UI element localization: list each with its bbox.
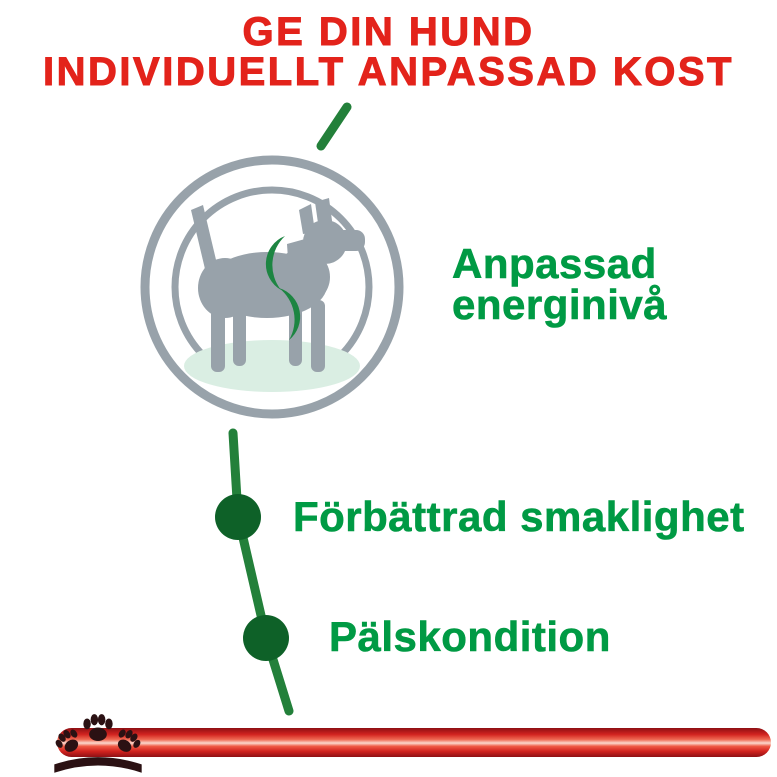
headline-line1: GE DIN HUND bbox=[242, 10, 535, 54]
benefit-connector-line bbox=[228, 428, 294, 716]
benefit-energy-line2: energinivå bbox=[452, 281, 668, 328]
bullet-dot-palatability bbox=[215, 494, 261, 540]
paw-crown-shapes bbox=[52, 714, 144, 773]
dog-muzzle bbox=[325, 230, 365, 251]
energy-crescent-lower bbox=[279, 288, 301, 340]
tick-mark-icon bbox=[316, 102, 352, 151]
headline-line2: INDIVIDUELLT ANPASSAD KOST bbox=[43, 50, 734, 94]
paw-crown-logo-icon bbox=[52, 714, 144, 773]
benefit-energy-line1: Anpassad bbox=[452, 240, 657, 287]
benefit-energy-label: Anpassad energinivå bbox=[452, 240, 668, 328]
dog-silhouette-icon bbox=[191, 198, 365, 372]
crown-base bbox=[54, 757, 142, 773]
dog-ear-front bbox=[315, 198, 333, 230]
energy-crescent-upper bbox=[265, 236, 285, 290]
dog-tail bbox=[191, 205, 217, 269]
benefit-palatability-label: Förbättrad smaklighet bbox=[293, 493, 745, 540]
bullet-dot-coat bbox=[243, 615, 289, 661]
red-accent-bar bbox=[57, 728, 771, 757]
dog-front-leg bbox=[311, 300, 325, 372]
headline: GE DIN HUND INDIVIDUELLT ANPASSAD KOST bbox=[0, 10, 777, 94]
ground-ellipse bbox=[184, 340, 360, 392]
dog-ear-back bbox=[299, 204, 315, 234]
adapted-energy-dog-icon bbox=[140, 155, 404, 419]
outer-ring bbox=[140, 155, 404, 419]
dog-hind-leg bbox=[211, 300, 225, 372]
benefit-coat-label: Pälskondition bbox=[329, 613, 611, 660]
dog-hind-leg-2 bbox=[233, 300, 246, 366]
